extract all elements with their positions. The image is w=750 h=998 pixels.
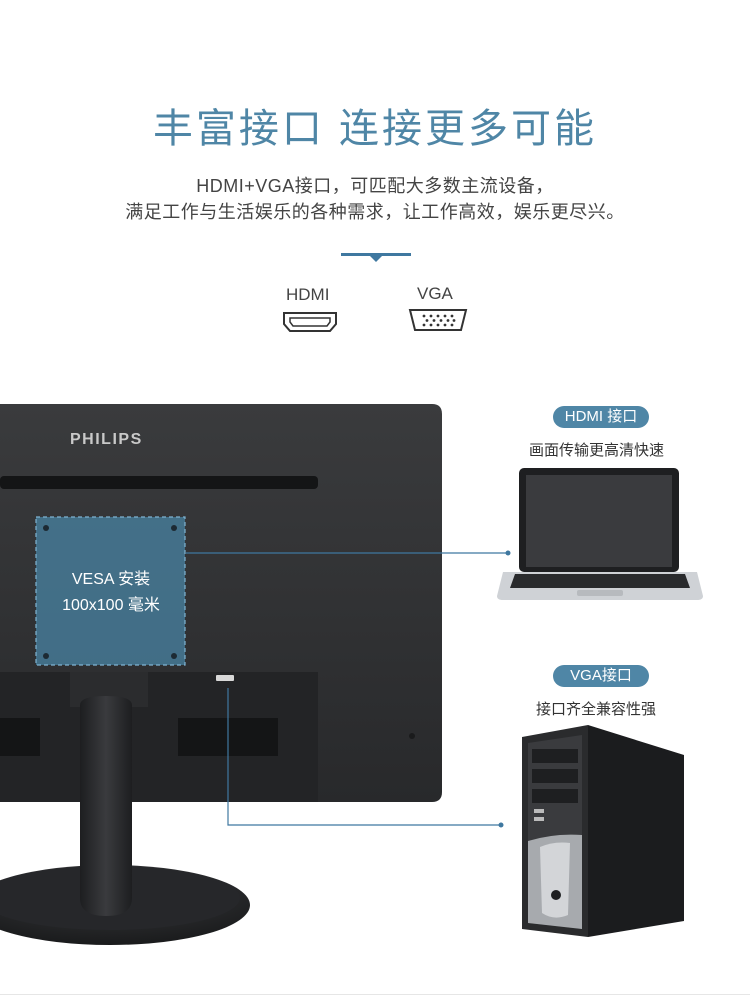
vga-port-label: VGA (417, 284, 453, 303)
hdmi-port-icon (283, 312, 337, 332)
vga-port-icon (408, 309, 468, 331)
subtitle-line-1: HDMI+VGA接口，可匹配大多数主流设备， (196, 176, 554, 196)
laptop-icon (497, 468, 703, 600)
vesa-label-line-1: VESA 安装 (71, 571, 151, 588)
page-headline: 丰富接口 连接更多可能 (152, 107, 598, 151)
bottom-divider (0, 994, 750, 995)
section-divider (341, 253, 411, 256)
monitor-back-illustration (0, 404, 442, 945)
vga-badge: VGA接口 (553, 665, 649, 687)
brand-logo: PHILIPS (70, 431, 143, 448)
divider-arrow-icon (370, 256, 382, 262)
desktop-pc-icon (522, 725, 684, 937)
vesa-label-line-2: 100x100 毫米 (62, 597, 160, 614)
subtitle-line-2: 满足工作与生活娱乐的各种需求，让工作高效，娱乐更尽兴。 (125, 202, 625, 222)
hdmi-port-label: HDMI (286, 285, 330, 304)
hdmi-badge: HDMI 接口 (553, 406, 649, 428)
hdmi-caption: 画面传输更高清快速 (529, 442, 665, 459)
vga-caption: 接口齐全兼容性强 (536, 701, 657, 718)
